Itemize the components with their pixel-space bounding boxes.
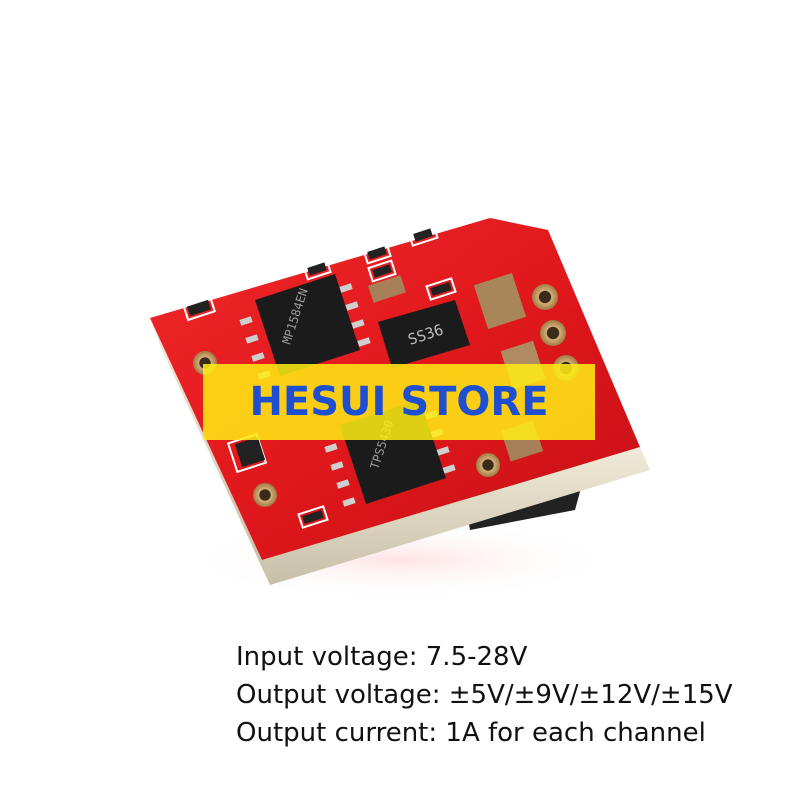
spec-output-voltage: Output voltage: ±5V/±9V/±12V/±15V <box>236 680 733 710</box>
solder-pads <box>193 284 579 507</box>
spec-output-current: Output current: 1A for each channel <box>236 718 706 748</box>
spec-caption: Input voltage: 7.5-28V Output voltage: ±… <box>236 638 796 752</box>
chip-upper: MP1584EN <box>239 274 371 380</box>
pad-bottom-left <box>253 483 277 507</box>
spec-input-voltage: Input voltage: 7.5-28V <box>236 642 528 672</box>
pad-gnd <box>540 320 566 346</box>
pcb-edge-left <box>150 318 270 585</box>
chip-diode: SS36 <box>378 300 470 368</box>
store-watermark: HESUI STORE <box>203 364 595 440</box>
store-watermark-text: HESUI STORE <box>249 379 549 425</box>
pad-right-bottom <box>476 453 500 477</box>
silkscreen <box>181 223 457 529</box>
pcb-edge-bottom <box>262 447 650 585</box>
pad-vin <box>532 284 558 310</box>
